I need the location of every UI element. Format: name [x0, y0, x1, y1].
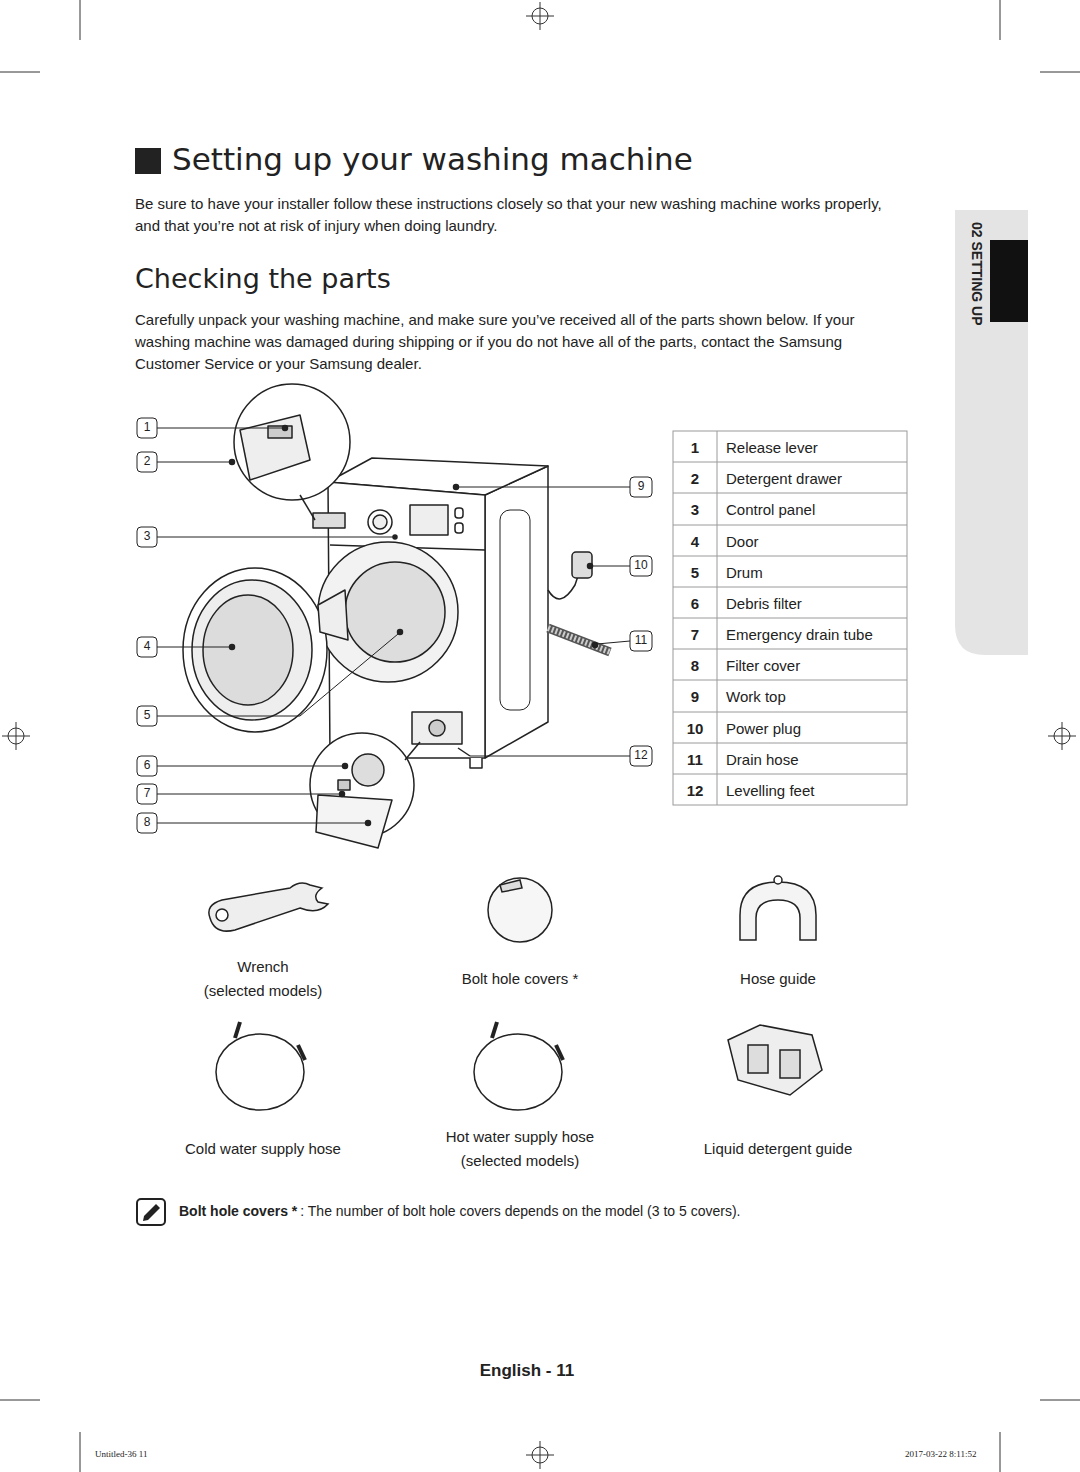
table-cell: Filter cover [726, 656, 800, 675]
table-number: 5 [691, 563, 699, 582]
table-number: 9 [691, 687, 699, 706]
accessory-name: Cold water supply hose [185, 1139, 341, 1158]
washing-machine [183, 384, 610, 848]
table-cell: Control panel [726, 500, 815, 519]
table-number: 2 [691, 469, 699, 488]
callout-number: 7 [144, 786, 151, 801]
chapter-label: 02 SETTING UP [969, 222, 985, 325]
callout-number: 11 [635, 633, 647, 648]
callout-number: 4 [144, 639, 151, 654]
table-number: 4 [691, 532, 699, 551]
table-cell: Work top [726, 687, 786, 706]
accessory-note: (selected models) [204, 981, 322, 1000]
callout-number: 2 [144, 454, 151, 469]
table-cell: Levelling feet [726, 781, 814, 800]
callout-number: 3 [144, 529, 151, 544]
accessory-note: (selected models) [461, 1151, 579, 1170]
page-number: English - 11 [480, 1360, 574, 1381]
table-cell: Release lever [726, 438, 818, 457]
table-cell: Emergency drain tube [726, 625, 873, 644]
section-heading: Checking the parts [135, 262, 391, 296]
accessory-name: Hose guide [740, 969, 816, 988]
tab-marker [990, 240, 1028, 322]
table-number: 6 [691, 594, 699, 613]
callout-boxes [137, 418, 652, 833]
table-number: 11 [687, 750, 703, 769]
chapter-tab: 02 SETTING UP [955, 210, 1028, 655]
intro-text: Be sure to have your installer follow th… [135, 193, 910, 237]
note-text: : The number of bolt hole covers depends… [300, 1202, 740, 1220]
callout-number: 9 [638, 479, 645, 494]
callout-number: 5 [144, 708, 151, 723]
leader-lines [157, 428, 630, 823]
print-info: Untitled-36 11 [95, 1449, 147, 1460]
accessory-name: Hot water supply hose [446, 1127, 594, 1146]
table-cell: Debris filter [726, 594, 802, 613]
table-number: 7 [691, 625, 699, 644]
table-number: 3 [691, 500, 699, 519]
accessory-name: Wrench [237, 957, 288, 976]
callout-number: 8 [144, 815, 151, 830]
callout-number: 10 [634, 558, 647, 573]
callout-number: 12 [634, 748, 647, 763]
table-cell: Drum [726, 563, 763, 582]
page-title: Setting up your washing machine [172, 141, 693, 177]
table-number: 1 [691, 438, 699, 457]
table-number: 10 [687, 719, 704, 738]
parts-table-grid [673, 431, 907, 805]
callout-number: 1 [144, 420, 151, 435]
callout-number: 6 [144, 758, 151, 773]
table-cell: Door [726, 532, 759, 551]
accessory-name: Liquid detergent guide [704, 1139, 852, 1158]
intro-text: Carefully unpack your washing machine, a… [135, 309, 880, 375]
note-icon [137, 1199, 165, 1225]
table-cell: Detergent drawer [726, 469, 842, 488]
side-tab [955, 210, 1028, 655]
table-cell: Drain hose [726, 750, 799, 769]
table-number: 8 [691, 656, 699, 675]
table-number: 12 [687, 781, 704, 800]
note-term: Bolt hole covers * [179, 1202, 297, 1220]
title-square [135, 148, 161, 174]
table-cell: Power plug [726, 719, 801, 738]
accessory-name: Bolt hole covers * [462, 969, 579, 988]
print-info: 2017-03-22 8:11:52 [905, 1449, 976, 1460]
